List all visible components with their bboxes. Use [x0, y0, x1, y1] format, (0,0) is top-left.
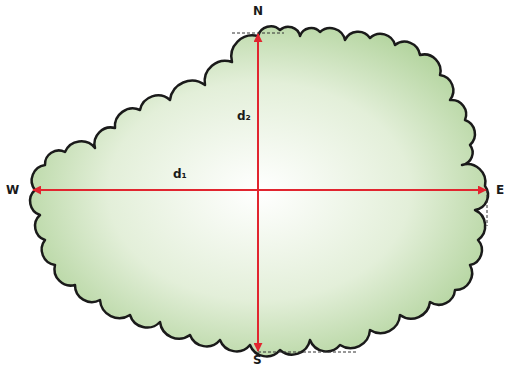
canopy-outline — [30, 26, 488, 356]
compass-label: E — [496, 183, 504, 197]
compass-label: S — [253, 353, 262, 367]
compass-label: W — [6, 183, 19, 197]
dimension-label: d₂ — [237, 109, 251, 123]
extent-dash — [487, 190, 488, 226]
compass-label: N — [253, 4, 263, 18]
diameter-arrow — [257, 34, 259, 351]
extent-dash — [258, 352, 356, 353]
diameter-arrow — [33, 189, 486, 191]
dimension-label: d₁ — [173, 167, 187, 181]
extent-dash — [232, 33, 284, 34]
